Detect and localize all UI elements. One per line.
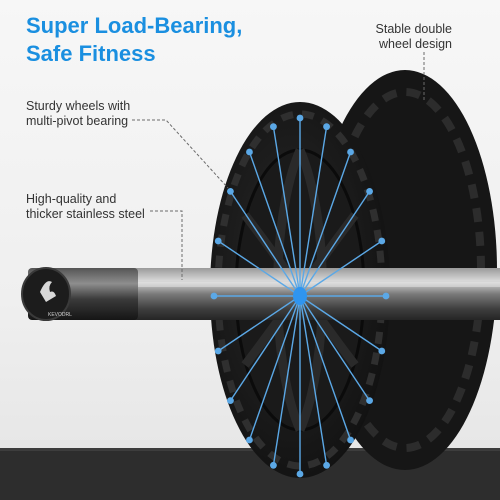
bearing-spoke <box>229 190 301 297</box>
bearing-pivot-dot <box>270 461 277 469</box>
bearing-pivot-dot <box>227 397 234 405</box>
leader-steel <box>150 210 183 280</box>
callout-double-wheel: Stable double wheel design <box>376 22 452 52</box>
bearing-pivot-dot <box>214 237 222 245</box>
bearing-pivot-dot <box>214 347 222 355</box>
bearing-pivot-dot <box>210 292 218 300</box>
bearing-spoke <box>229 295 301 402</box>
bearing-spoke <box>217 295 301 352</box>
headline-line-2: Safe Fitness <box>26 41 156 66</box>
bearing-pivot-dot <box>227 187 234 195</box>
bearing-spoke <box>272 126 301 297</box>
bearing-pivot-dot <box>347 148 354 156</box>
logo-text: KEVODRL <box>48 312 72 318</box>
bearing-spokes <box>210 114 390 478</box>
bearing-pivot-dot <box>323 123 330 131</box>
headline: Super Load-Bearing, Safe Fitness <box>26 12 242 68</box>
floor-mat-edge <box>0 448 500 451</box>
bearing-spoke <box>272 295 301 466</box>
bearing-spoke <box>299 295 383 352</box>
callout-wheels: Sturdy wheels with multi-pivot bearing <box>26 99 130 129</box>
callout-double-wheel-line-2: wheel design <box>379 37 452 51</box>
steel-bar <box>21 267 500 321</box>
bearing-spoke <box>248 295 301 441</box>
bearing-spoke <box>248 151 301 297</box>
callout-wheels-line-1: Sturdy wheels with <box>26 99 131 113</box>
callout-steel-line-1: High-quality and <box>26 192 117 206</box>
bearing-spoke <box>299 126 328 297</box>
bearing-pivot-dot <box>323 461 330 469</box>
deer-logo-icon <box>40 281 56 302</box>
bearing-pivot-dot <box>382 292 390 300</box>
bearing-spoke <box>299 295 328 466</box>
bearing-pivot-dot <box>378 347 386 355</box>
bearing-pivot-dot <box>378 237 386 245</box>
bearing-pivot-dot <box>347 436 354 444</box>
callout-steel: High-quality and thicker stainless steel <box>26 192 145 222</box>
bearing-pivot-dot <box>296 470 304 478</box>
bearing-pivot-dot <box>296 114 304 122</box>
bearing-spoke <box>299 240 383 297</box>
bearing-pivot-dot <box>246 436 253 444</box>
callout-leaders <box>132 52 425 280</box>
bearing-pivot-dot <box>246 148 253 156</box>
bearing-pivot-dot <box>366 187 373 195</box>
bearing-spoke <box>217 240 301 297</box>
callout-double-wheel-line-1: Stable double <box>375 22 452 36</box>
bearing-pivot-dot <box>366 397 373 405</box>
bearing-hub-icon <box>293 287 307 305</box>
bearing-spoke <box>299 295 352 441</box>
leader-wheels <box>132 119 229 189</box>
callout-steel-line-2: thicker stainless steel <box>26 207 145 221</box>
callout-wheels-line-2: multi-pivot bearing <box>26 114 129 128</box>
bearing-spoke <box>299 295 371 402</box>
bearing-spoke <box>299 151 352 297</box>
headline-line-1: Super Load-Bearing, <box>26 13 243 38</box>
bearing-pivot-dot <box>270 123 277 131</box>
bearing-spoke <box>299 190 371 297</box>
